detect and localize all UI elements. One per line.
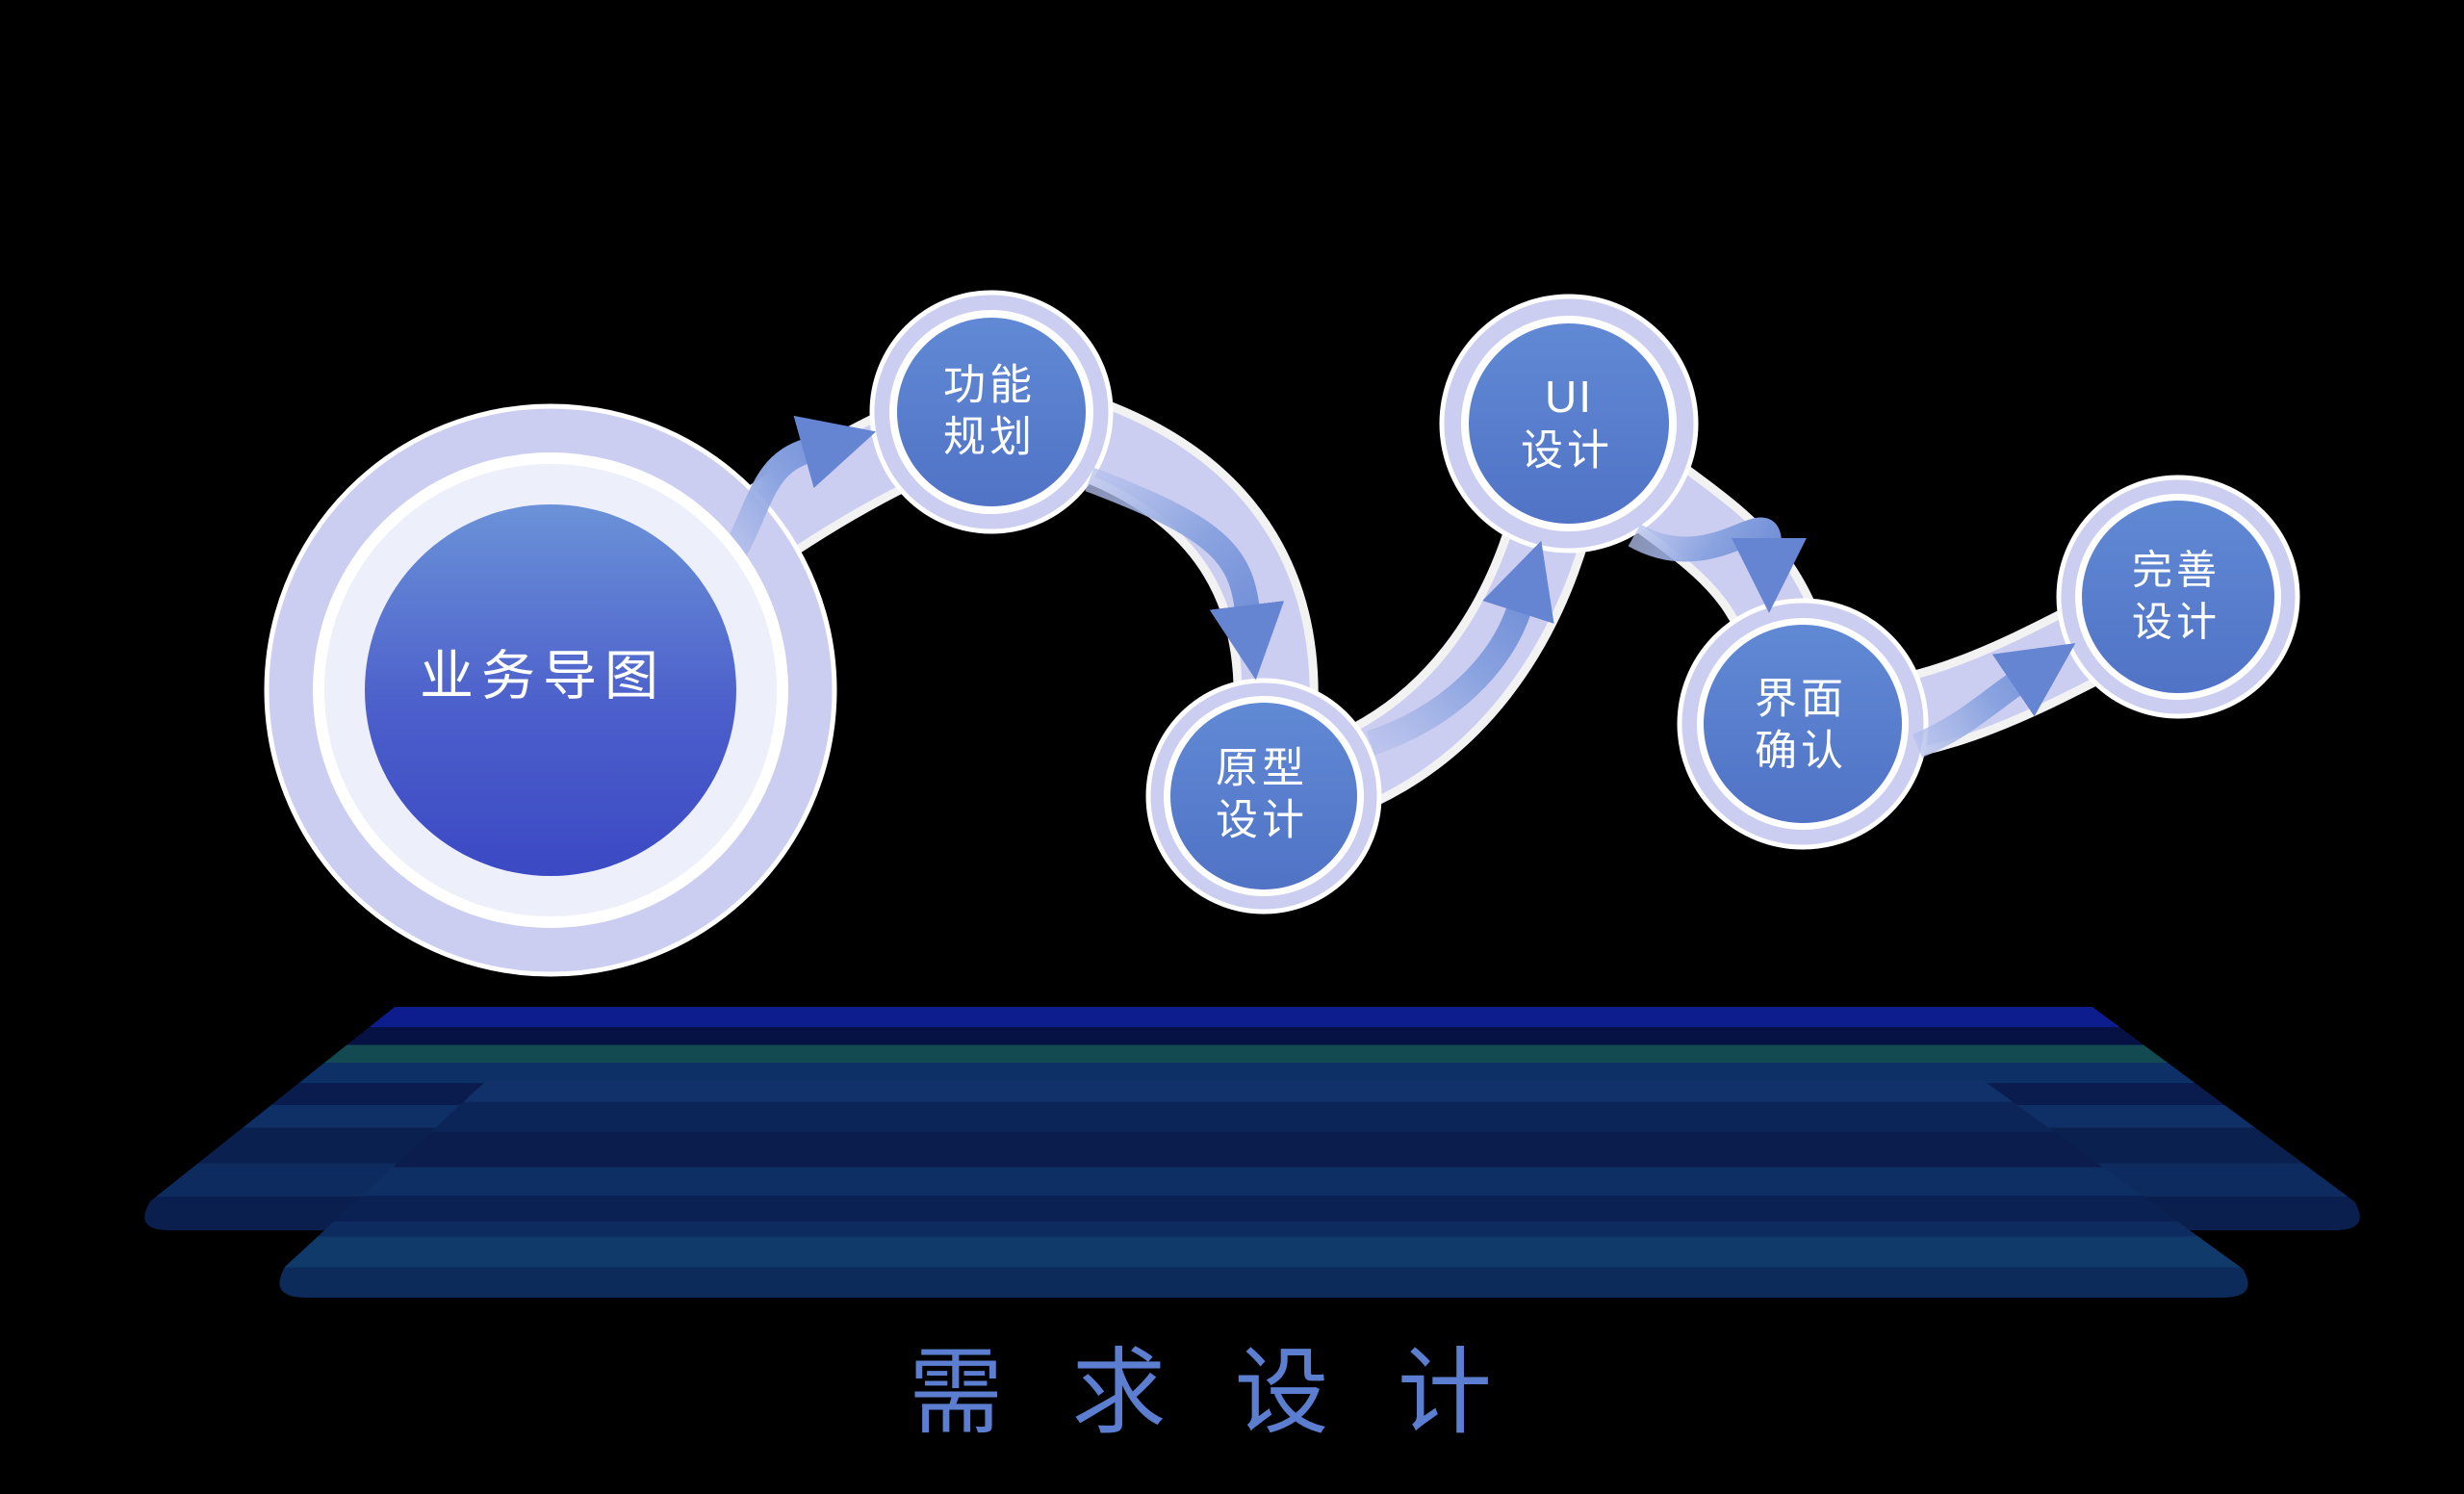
hub-blue-circle [365,504,736,876]
step-1-blue-circle [897,318,1086,506]
node-labels: 业务导图 功能 规划 原型 设计 UI 设计 界面 确认 完善 设计 [420,362,2220,844]
flow-arrows [718,415,2076,758]
arrow-step3-to-step4 [1628,517,1807,613]
step-4-label-line2: 确认 [1755,728,1847,775]
arrow-step4-to-step5 [1912,643,2076,758]
platform [144,1007,2360,1298]
platform-front-slab [279,1080,2248,1298]
step-5-label-line2: 设计 [2132,600,2220,645]
arrow-step2-to-step3 [1366,540,1554,756]
step-4-blue-circle [1704,625,1902,823]
arrow-step1-to-step2 [1085,467,1285,681]
step-5-label-line1: 完善 [2132,548,2220,593]
step-5-blue-circle [2082,501,2274,693]
step-1-label-line2: 规划 [943,414,1036,461]
step-2-blue-circle [1170,703,1357,889]
step-2-label-line2: 设计 [1216,797,1308,844]
step-3-label-line1: UI [1545,372,1593,422]
arrow-hub-to-step1 [718,415,877,567]
step-3-blue-circle [1469,323,1669,524]
step-1-label-line1: 功能 [943,362,1036,409]
step-2-label-line1: 原型 [1216,745,1308,792]
step-4-label-line1: 界面 [1755,676,1847,723]
caption-title: 需 求 设 计 [909,1339,1513,1445]
node-cores [313,310,2281,928]
step-3-label-line2: 设计 [1521,427,1613,475]
hub-label: 业务导图 [420,646,666,707]
